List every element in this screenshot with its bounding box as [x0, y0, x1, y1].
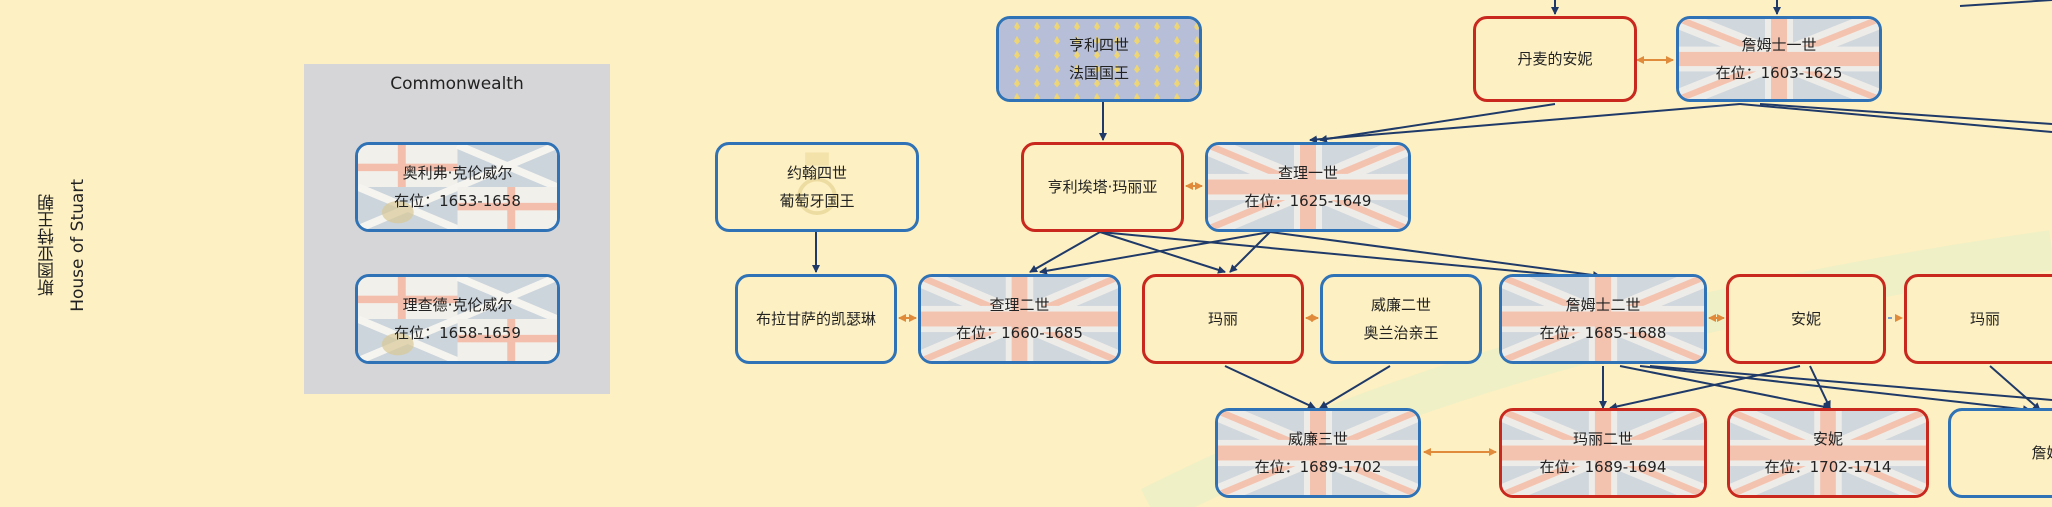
node-reign: 在位：1689-1702	[1254, 458, 1382, 476]
node-mary-princess-royal[interactable]: 玛丽	[1142, 274, 1304, 364]
node-henri4[interactable]: 亨利四世 法国国王	[996, 16, 1202, 102]
node-reign: 在位：1658-1659	[394, 324, 521, 342]
flag-background-icon	[358, 145, 557, 229]
node-name: 理查德·克伦威尔	[402, 296, 513, 314]
node-name: 亨利四世	[1068, 36, 1129, 54]
edge-william2-william3	[1319, 365, 1391, 409]
parent-edges	[452, 0, 2052, 414]
node-name: 玛丽二世	[1572, 430, 1633, 448]
node-mary2[interactable]: 玛丽二世 在位：1689-1694	[1499, 408, 1707, 498]
node-anne-of-denmark[interactable]: 丹麦的安妮	[1473, 16, 1637, 102]
node-name: 查理一世	[1277, 164, 1338, 182]
flag-background-icon	[1208, 145, 1408, 229]
flag-background-icon	[921, 277, 1118, 361]
node-reign: 在位：1689-1694	[1539, 458, 1667, 476]
edge-charles1-james2	[1269, 231, 1601, 280]
edge-henrietta-james2	[1099, 231, 1591, 282]
node-name: 玛丽	[1969, 310, 2000, 328]
edge-top-offscreen	[1959, 0, 2052, 7]
edge-mary-william3	[1224, 365, 1316, 409]
flag-background-icon	[1218, 411, 1418, 495]
node-reign: 在位：1653-1658	[394, 192, 521, 210]
node-title: 奥兰治亲王	[1363, 324, 1439, 342]
edge-marymodena-jamesfe	[1989, 365, 2041, 411]
edge-henrietta-charles2	[1029, 231, 1101, 273]
node-anne-hyde[interactable]: 安妮	[1726, 274, 1886, 364]
flag-background-icon	[797, 152, 837, 215]
node-james1[interactable]: 詹姆士一世 在位：1603-1625	[1676, 16, 1882, 102]
edge-james1-charles1	[1309, 103, 1741, 144]
flag-background-icon	[1502, 411, 1704, 495]
edge-james1-offscreen-a	[1759, 103, 2052, 125]
edge-annehyde-mary2	[1609, 365, 1801, 411]
commonwealth-title: Commonwealth	[390, 74, 524, 94]
node-william2[interactable]: 威廉二世 奥兰治亲王	[1320, 274, 1482, 364]
node-james-francis-edward[interactable]: 詹姆士	[1948, 408, 2052, 498]
node-name: 威廉二世	[1370, 296, 1431, 314]
node-name: 安妮	[1812, 430, 1843, 448]
node-richard-cromwell[interactable]: 理查德·克伦威尔 在位：1658-1659	[355, 274, 560, 364]
node-name: 查理二世	[989, 296, 1050, 314]
node-name: 亨利埃塔·玛丽亚	[1047, 178, 1158, 196]
dynasty-label: 斯图亚特王朝 House of Stuart	[36, 170, 88, 320]
edge-anne-charles1	[1319, 103, 1556, 143]
node-name: 威廉三世	[1287, 430, 1348, 448]
node-reign: 在位：1625-1649	[1244, 192, 1372, 210]
node-name: 安妮	[1790, 310, 1821, 328]
node-william3[interactable]: 威廉三世 在位：1689-1702	[1215, 408, 1421, 498]
node-name: 詹姆士	[2031, 444, 2052, 462]
node-name: 詹姆士一世	[1741, 36, 1817, 54]
node-charles1[interactable]: 查理一世 在位：1625-1649	[1205, 142, 1411, 232]
edge-james2-offscreen	[1649, 365, 2052, 401]
node-henrietta-maria[interactable]: 亨利埃塔·玛丽亚	[1021, 142, 1184, 232]
flag-background-icon	[358, 277, 557, 361]
spouse-edges	[898, 56, 1903, 456]
node-reign: 在位：1702-1714	[1764, 458, 1892, 476]
edge-charles1-charles2	[1039, 231, 1271, 275]
node-reign: 在位：1660-1685	[956, 324, 1083, 342]
node-james2[interactable]: 詹姆士二世 在位：1685-1688	[1499, 274, 1707, 364]
node-title: 法国国王	[1068, 64, 1129, 82]
node-reign: 在位：1603-1625	[1715, 64, 1843, 82]
edge-james2-anne	[1619, 365, 1831, 411]
edge-charles1-mary	[1229, 231, 1271, 273]
node-oliver-cromwell[interactable]: 奥利弗·克伦威尔 在位：1653-1658	[355, 142, 560, 232]
node-name: 詹姆士二世	[1565, 296, 1641, 314]
node-name: 玛丽	[1207, 310, 1238, 328]
node-name: 丹麦的安妮	[1517, 50, 1593, 68]
dynasty-label-en: House of Stuart	[67, 178, 88, 312]
edge-james1-offscreen-b	[1739, 103, 2052, 133]
flag-background-icon	[1730, 411, 1926, 495]
flag-background-icon	[1502, 277, 1704, 361]
node-charles2[interactable]: 查理二世 在位：1660-1685	[918, 274, 1121, 364]
dynasty-label-zh: 斯图亚特王朝	[37, 194, 58, 296]
node-name: 约翰四世	[786, 164, 847, 182]
flag-background-icon	[999, 19, 1199, 99]
flag-background-icon	[1679, 19, 1879, 99]
node-title: 葡萄牙国王	[779, 192, 855, 210]
node-mary-of-modena[interactable]: 玛丽	[1904, 274, 2052, 364]
edge-james2-jamesfe	[1639, 365, 2031, 414]
node-name: 奥利弗·克伦威尔	[402, 164, 513, 182]
node-catherine-of-braganza[interactable]: 布拉甘萨的凯瑟琳	[735, 274, 897, 364]
node-anne-queen[interactable]: 安妮 在位：1702-1714	[1727, 408, 1929, 498]
edge-annehyde-anne	[1809, 365, 1831, 409]
node-reign: 在位：1685-1688	[1539, 324, 1667, 342]
node-name: 布拉甘萨的凯瑟琳	[755, 310, 876, 328]
edge-henrietta-mary	[1099, 231, 1226, 274]
node-joao4[interactable]: 约翰四世 葡萄牙国王	[715, 142, 919, 232]
